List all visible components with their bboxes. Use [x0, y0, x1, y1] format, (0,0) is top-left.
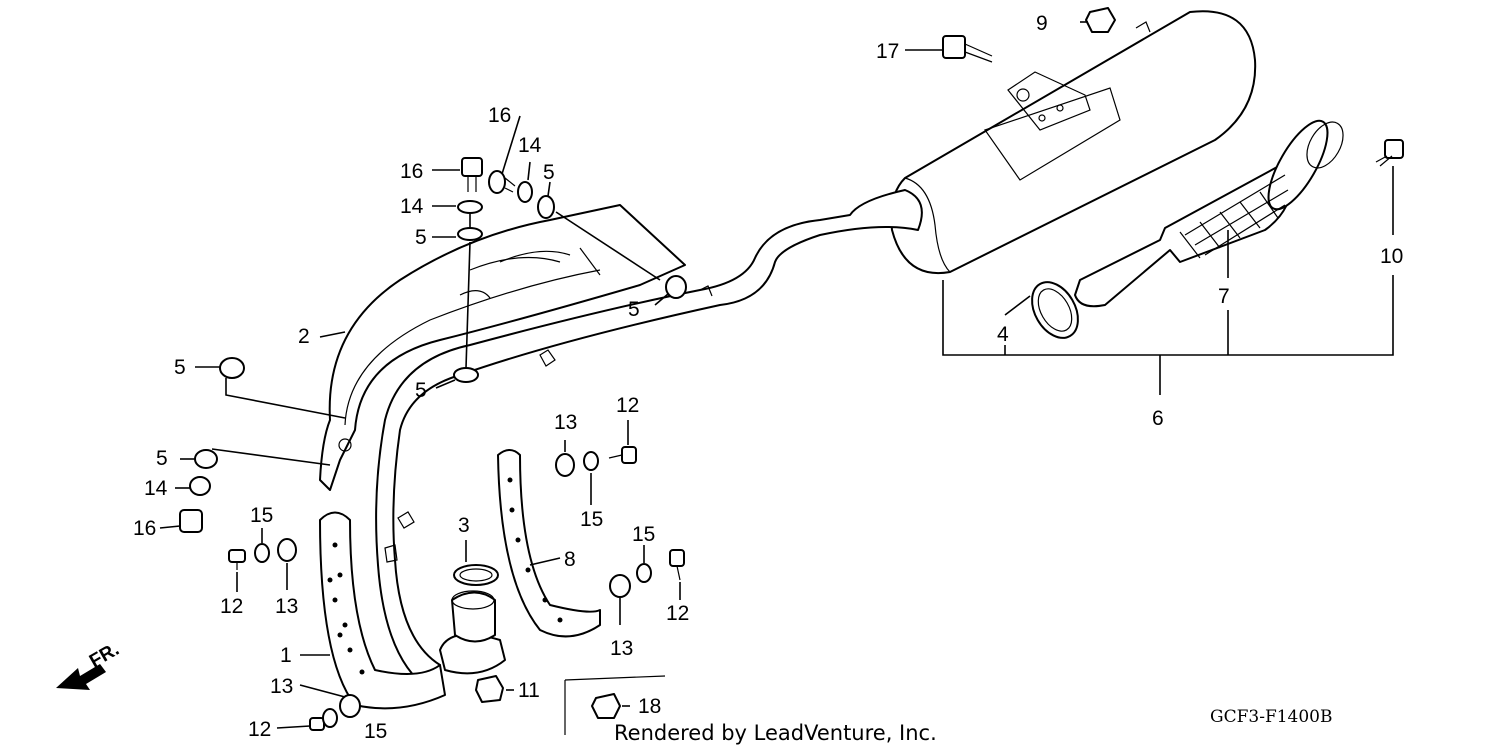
bolt-16-a[interactable]: [461, 157, 483, 192]
leader-lines: [159, 21, 1394, 735]
callout-15-d: 15: [364, 720, 387, 743]
callout-12-a: 12: [616, 394, 639, 417]
washer-13-a[interactable]: [555, 453, 575, 477]
bolt-10[interactable]: [1375, 139, 1404, 167]
gasket-3[interactable]: [453, 564, 499, 586]
callout-8: 8: [564, 548, 576, 571]
heat-shield[interactable]: [319, 204, 686, 491]
washer-5-f[interactable]: [194, 449, 218, 469]
spark-arrester[interactable]: [1074, 113, 1350, 308]
washer-5-b[interactable]: [537, 195, 555, 219]
bolt-12-a[interactable]: [608, 446, 637, 464]
washer-14-b[interactable]: [517, 181, 533, 203]
drawing-code: GCF3-F1400B: [1210, 707, 1333, 727]
callout-14-b: 14: [400, 195, 424, 218]
callout-9: 9: [1036, 12, 1048, 35]
callout-15-c: 15: [632, 523, 655, 546]
callout-14-a: 14: [518, 134, 542, 157]
washer-5-d[interactable]: [219, 357, 245, 379]
washer-5-a[interactable]: [457, 227, 483, 241]
callout-5-c: 5: [628, 298, 640, 321]
washer-13-b[interactable]: [277, 538, 297, 562]
bolt-12-b[interactable]: [228, 549, 246, 570]
bolt-17[interactable]: [942, 35, 993, 63]
bolt-12-d[interactable]: [309, 717, 325, 731]
front-label: FR.: [86, 639, 123, 672]
callout-18: 18: [638, 695, 661, 718]
washer-5-c[interactable]: [665, 275, 687, 299]
callout-11: 11: [518, 679, 540, 702]
protector-8[interactable]: [497, 449, 601, 638]
washer-15-b[interactable]: [254, 543, 270, 563]
washer-13-d[interactable]: [339, 694, 361, 718]
callout-labels: 9 17 10 7 4 6 16 14 5 16 14 5 5 2 5 5 5 …: [133, 12, 1403, 743]
washer-13-c[interactable]: [609, 574, 631, 598]
bolt-16-c[interactable]: [179, 509, 203, 533]
exhaust-pipe[interactable]: [375, 189, 923, 691]
callout-5-b: 5: [415, 226, 427, 249]
callout-5-d: 5: [174, 356, 186, 379]
nut-9[interactable]: [1085, 7, 1116, 33]
joint-flange[interactable]: [439, 590, 506, 675]
washer-15-a[interactable]: [583, 451, 599, 471]
front-direction-indicator: FR.: [56, 639, 123, 690]
nut-18[interactable]: [591, 693, 621, 719]
washer-15-c[interactable]: [636, 563, 652, 583]
bolt-16-b[interactable]: [488, 170, 516, 194]
washer-14-c[interactable]: [189, 476, 211, 496]
callout-12-c: 12: [666, 602, 689, 625]
callout-3: 3: [458, 514, 470, 537]
bolt-12-c[interactable]: [669, 549, 685, 581]
callout-10: 10: [1380, 245, 1403, 268]
callout-15-b: 15: [250, 504, 273, 527]
washer-14-a[interactable]: [457, 200, 483, 214]
lower-protector[interactable]: [319, 511, 446, 710]
washer-5-e[interactable]: [453, 367, 479, 383]
washer-15-d[interactable]: [322, 708, 338, 728]
callout-12-d: 12: [248, 718, 271, 741]
callout-5-a: 5: [543, 161, 555, 184]
callout-6: 6: [1152, 407, 1164, 430]
hardware: [179, 7, 1404, 731]
callout-2: 2: [298, 325, 310, 348]
callout-4: 4: [997, 323, 1009, 346]
callout-14-c: 14: [144, 477, 168, 500]
callout-13-a: 13: [554, 411, 577, 434]
nut-11[interactable]: [475, 675, 504, 703]
callout-16-b: 16: [400, 160, 423, 183]
callout-1: 1: [280, 644, 292, 667]
callout-16-c: 16: [133, 517, 156, 540]
callout-13-b: 13: [275, 595, 298, 618]
callout-7: 7: [1218, 285, 1230, 308]
callout-5-e: 5: [415, 379, 427, 402]
callout-16-a: 16: [488, 104, 511, 127]
callout-17: 17: [876, 40, 899, 63]
front-arrow-icon: [56, 664, 106, 690]
gasket-4[interactable]: [1023, 274, 1088, 346]
render-credit: Rendered by LeadVenture, Inc.: [614, 721, 937, 745]
callout-15-a: 15: [580, 508, 603, 531]
callout-13-d: 13: [270, 675, 293, 698]
callout-12-b: 12: [220, 595, 243, 618]
callout-5-f: 5: [156, 447, 168, 470]
callout-13-c: 13: [610, 637, 633, 660]
